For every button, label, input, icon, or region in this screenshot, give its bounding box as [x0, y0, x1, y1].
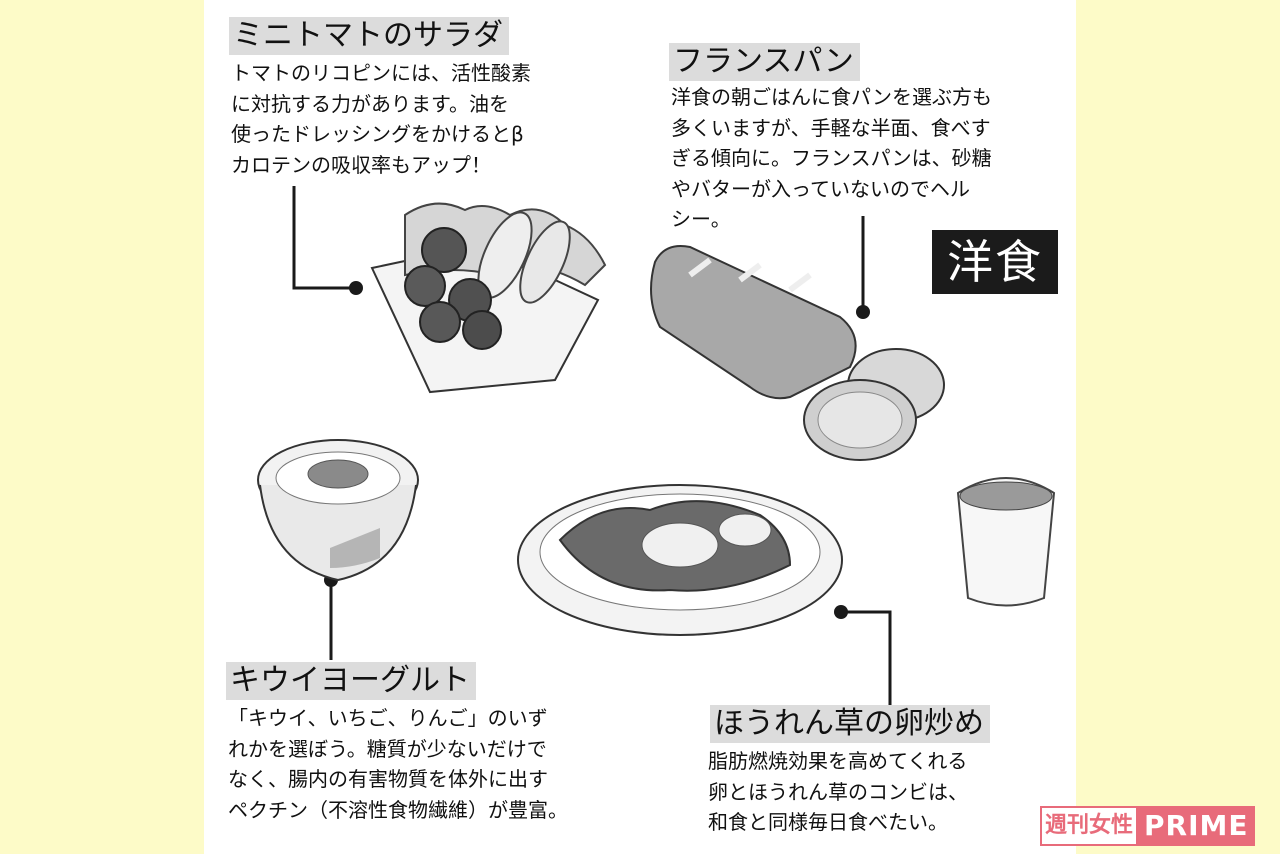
spinach-title: ほうれん草の卵炒め	[710, 705, 990, 743]
glass-illustration	[956, 477, 1056, 607]
salad-illustration	[370, 202, 607, 394]
yogurt-description: 「キウイ、いちご、りんご」のいず れかを選ぼう。糖質が少ないだけで なく、腸内の…	[228, 706, 568, 822]
salad-pointer-dot	[349, 281, 363, 295]
logo-japanese: 週刊女性	[1040, 806, 1139, 846]
bread-description: 洋食の朝ごはんに食パンを選ぶ方も 多くいますが、手軽な半面、食べす ぎる傾向に。…	[671, 85, 992, 231]
spinach-pointer-dot	[834, 605, 848, 619]
salad-description: トマトのリコピンには、活性酸素 に対抗する力があります。油を 使ったドレッシング…	[231, 61, 531, 177]
bread-title: フランスパン	[669, 43, 860, 81]
publication-logo: 週刊女性 PRIME	[1040, 806, 1255, 846]
western-food-badge: 洋食	[932, 230, 1058, 294]
bread-pointer-dot	[856, 305, 870, 319]
yogurt-illustration	[257, 439, 419, 582]
bread-illustration	[650, 245, 945, 461]
logo-english: PRIME	[1138, 806, 1255, 846]
salad-title: ミニトマトのサラダ	[229, 17, 509, 55]
yogurt-title: キウイヨーグルト	[226, 662, 476, 700]
spinach-plate-illustration	[517, 484, 843, 636]
spinach-description: 脂肪燃焼効果を高めてくれる 卵とほうれん草のコンビは、 和食と同様毎日食べたい。	[708, 749, 968, 834]
